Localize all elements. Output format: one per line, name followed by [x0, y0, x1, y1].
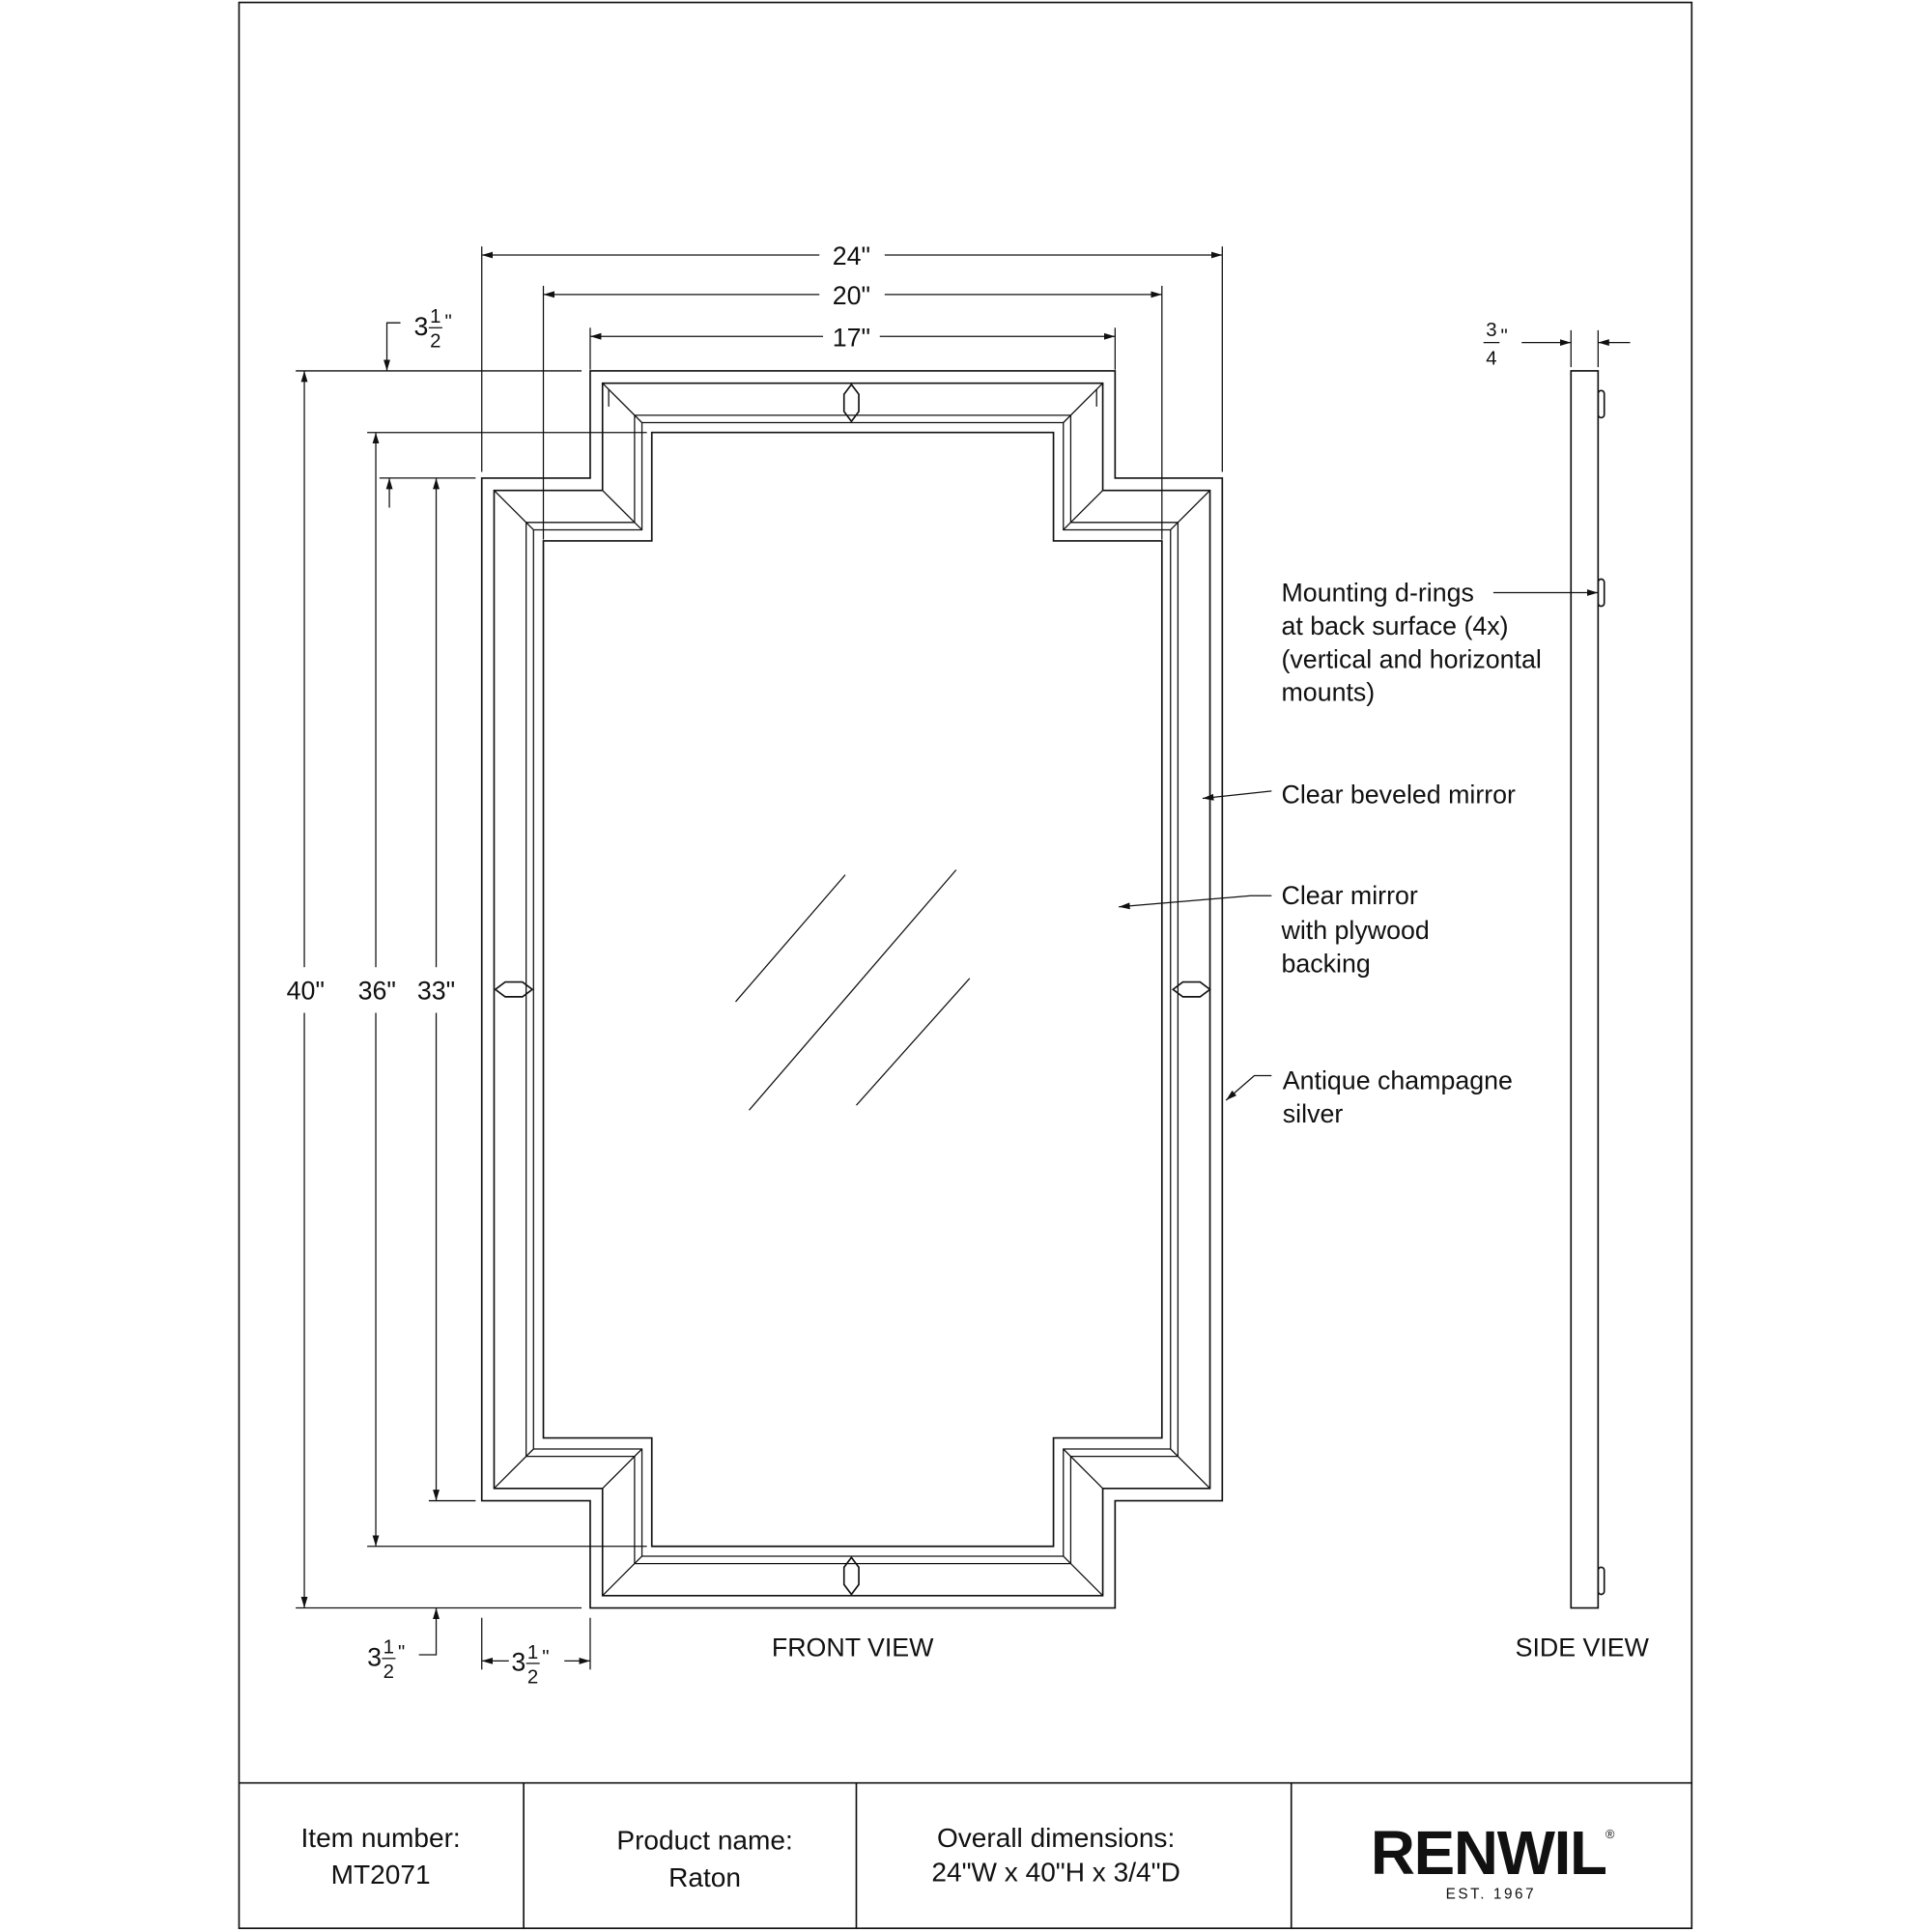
- dim-20: 20": [833, 281, 870, 310]
- callout-d-rings-4: mounts): [1282, 678, 1376, 707]
- svg-text:3: 3: [414, 312, 429, 341]
- medallion-bottom: [842, 1555, 860, 1596]
- callout-beveled: Clear beveled mirror: [1282, 781, 1517, 810]
- svg-text:": ": [1501, 327, 1508, 348]
- renwil-logo: RENWIL ® EST. 1967: [1371, 1818, 1615, 1903]
- title-block: Item number: MT2071 Product name: Raton …: [239, 1781, 1692, 1929]
- reflection-lines: [734, 869, 971, 1111]
- svg-text:EST. 1967: EST. 1967: [1446, 1887, 1537, 1903]
- item-number-value: MT2071: [331, 1860, 431, 1889]
- svg-text:2: 2: [430, 331, 440, 353]
- callout-finish-1: Antique champagne: [1283, 1066, 1513, 1095]
- svg-text:®: ®: [1605, 1827, 1615, 1841]
- callout-finish-2: silver: [1283, 1099, 1344, 1128]
- medallion-right: [1171, 980, 1211, 998]
- dim-33: 33": [417, 976, 455, 1005]
- d-ring-icon: [1597, 389, 1605, 419]
- svg-text:3: 3: [511, 1648, 526, 1677]
- svg-text:": ": [398, 1642, 405, 1663]
- dim-3-5-top: 3 1 2 ": [414, 306, 452, 353]
- svg-text:3: 3: [1486, 320, 1496, 341]
- svg-text:": ": [444, 311, 451, 332]
- product-name-value: Raton: [668, 1862, 741, 1892]
- product-name-label: Product name:: [616, 1826, 792, 1856]
- svg-text:4: 4: [1486, 349, 1496, 370]
- medallion-top: [842, 383, 860, 423]
- dim-24: 24": [833, 242, 870, 270]
- svg-text:RENWIL: RENWIL: [1371, 1818, 1606, 1888]
- callout-mirror-3: backing: [1282, 949, 1371, 978]
- overall-dimensions-value: 24"W x 40"H x 3/4"D: [931, 1858, 1179, 1888]
- dim-40: 40": [287, 976, 325, 1005]
- svg-text:3: 3: [367, 1642, 382, 1671]
- side-view-label: SIDE VIEW: [1516, 1633, 1650, 1662]
- svg-text:2: 2: [527, 1666, 538, 1688]
- callout-d-rings-1: Mounting d-rings: [1282, 578, 1474, 607]
- dim-3-5-bottom: 3 1 2 ": [511, 1642, 549, 1689]
- svg-text:1: 1: [430, 306, 440, 327]
- front-view-mirror: [480, 370, 1224, 1609]
- dim-3-5-bottom-left: 3 1 2 ": [367, 1637, 405, 1684]
- d-ring-icon: [1597, 1566, 1605, 1596]
- overall-dimensions-label: Overall dimensions:: [937, 1823, 1175, 1853]
- callout-mirror-2: with plywood: [1281, 916, 1430, 945]
- medallion-left: [494, 980, 534, 998]
- callout-d-rings-3: (vertical and horizontal: [1282, 644, 1542, 673]
- callout-d-rings-2: at back surface (4x): [1282, 611, 1509, 640]
- dim-36: 36": [358, 976, 396, 1005]
- callout-mirror-1: Clear mirror: [1282, 881, 1418, 910]
- item-number-label: Item number:: [301, 1823, 461, 1853]
- svg-text:": ": [542, 1647, 549, 1668]
- front-view-label: FRONT VIEW: [772, 1633, 934, 1662]
- svg-text:1: 1: [527, 1642, 538, 1663]
- d-ring-icon: [1597, 578, 1605, 608]
- dim-depth: 3 4 ": [1483, 320, 1508, 370]
- svg-text:2: 2: [384, 1662, 394, 1683]
- sheet-border: [238, 1, 1693, 1930]
- callouts: Mounting d-rings at back surface (4x) (v…: [1119, 578, 1599, 1128]
- svg-text:1: 1: [384, 1637, 394, 1659]
- dim-17: 17": [833, 323, 870, 352]
- dimensions: 24" 20" 17" 40" 36" 33" 3 1 2 " 3 1 2 " …: [287, 242, 1631, 1688]
- side-view: [1570, 370, 1605, 1609]
